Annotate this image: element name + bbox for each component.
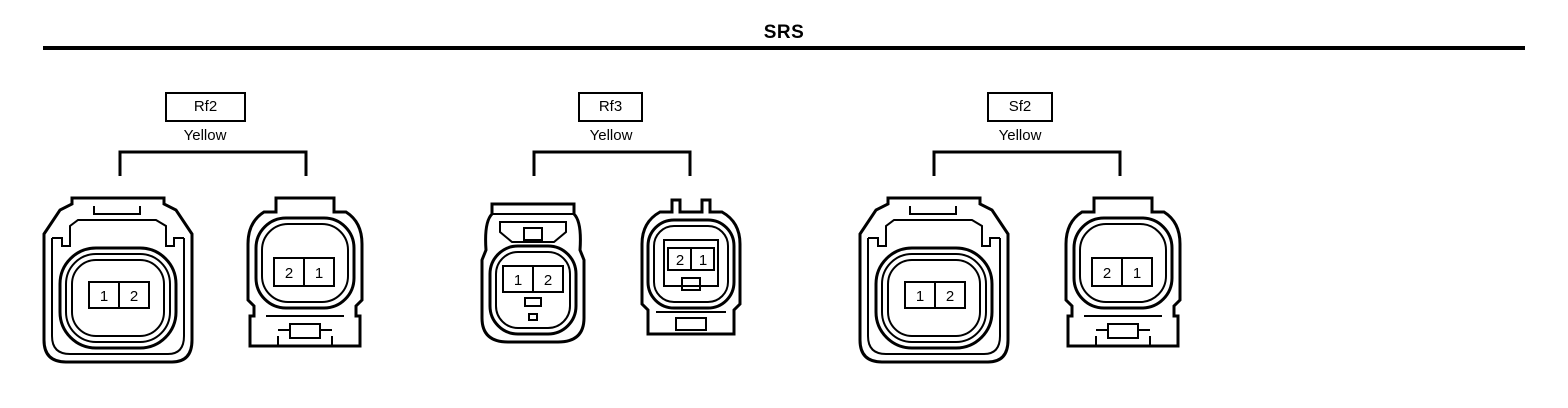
connector-color-label: Yellow bbox=[998, 127, 1042, 144]
rf3-male-pin-2: 2 bbox=[676, 252, 684, 269]
rf3-female-pin-2: 2 bbox=[544, 272, 552, 289]
rf3-male-connector bbox=[640, 198, 742, 336]
rf2-female-connector bbox=[42, 196, 194, 364]
rf2-female-pin-2: 2 bbox=[130, 288, 138, 305]
rf2-female-pin-1: 1 bbox=[100, 288, 108, 305]
sf2-female-pin-1: 1 bbox=[916, 288, 924, 305]
sf2-bracket bbox=[932, 150, 1122, 176]
connector-id-label: Sf2 bbox=[987, 92, 1053, 122]
sf2-male-pin-1: 1 bbox=[1133, 265, 1141, 282]
rf2-male-pin-2: 2 bbox=[285, 265, 293, 282]
sf2-female-connector bbox=[858, 196, 1010, 364]
sf2-male-connector bbox=[1064, 196, 1182, 348]
connector-color-label: Yellow bbox=[589, 127, 633, 144]
connector-color-label: Yellow bbox=[183, 127, 227, 144]
connector-id-label: Rf2 bbox=[165, 92, 246, 122]
rf3-bracket bbox=[532, 150, 692, 176]
rf2-male-pin-1: 1 bbox=[315, 265, 323, 282]
section-divider bbox=[43, 46, 1525, 50]
rf3-female-pin-1: 1 bbox=[514, 272, 522, 289]
section-title: SRS bbox=[763, 22, 805, 43]
sf2-female-pin-2: 2 bbox=[946, 288, 954, 305]
rf2-bracket bbox=[118, 150, 308, 176]
rf3-female-connector bbox=[480, 202, 586, 344]
rf3-male-pin-1: 1 bbox=[699, 252, 707, 269]
connector-id-label: Rf3 bbox=[578, 92, 643, 122]
rf2-male-connector bbox=[246, 196, 364, 348]
sf2-male-pin-2: 2 bbox=[1103, 265, 1111, 282]
